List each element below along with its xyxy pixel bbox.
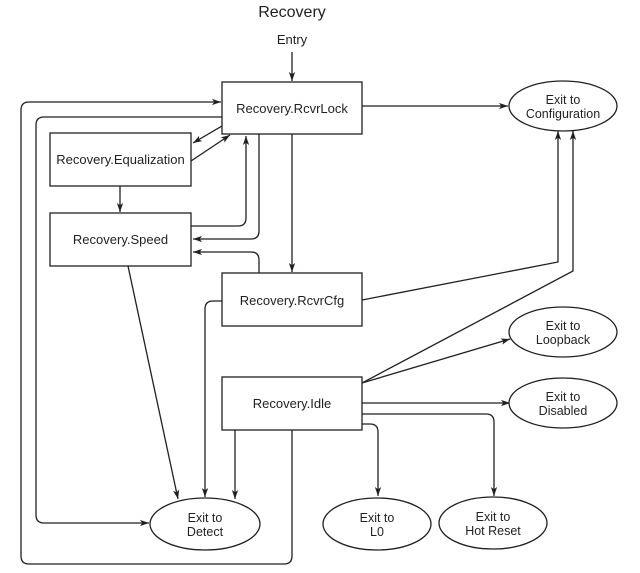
transitions (20, 52, 577, 565)
edge-idle-to-hot-reset (362, 413, 498, 496)
exit-label-line1: Exit to (188, 511, 223, 525)
exit-label-line1: Exit to (360, 511, 395, 525)
state-speed[interactable]: Recovery.Speed (49, 212, 192, 267)
state-rcvrcfg[interactable]: Recovery.RcvrCfg (221, 272, 363, 327)
state-equalization[interactable]: Recovery.Equalization (49, 132, 192, 187)
state-label: Recovery.RcvrLock (236, 101, 348, 116)
entry-label: Entry (277, 32, 308, 47)
state-idle[interactable]: Recovery.Idle (221, 376, 363, 431)
exit-label-line1: Exit to (476, 510, 511, 524)
exit-hot-reset[interactable]: Exit to Hot Reset (438, 496, 548, 550)
edge-speed-to-rcvrlock (191, 136, 250, 227)
exit-loopback[interactable]: Exit to Loopback (508, 306, 618, 358)
exit-configuration[interactable]: Exit to Configuration (508, 80, 618, 132)
edge-rcvrlock-to-speed (193, 134, 260, 243)
exit-label-line1: Exit to (546, 93, 581, 107)
edge-rcvrlock-to-detect (35, 116, 222, 527)
edge-rcvrcfg-to-configuration (361, 131, 562, 301)
state-rcvrlock[interactable]: Recovery.RcvrLock (221, 81, 363, 135)
exit-label-line2: Loopback (536, 333, 591, 347)
exit-label-line1: Exit to (546, 319, 581, 333)
exit-l0[interactable]: Exit to L0 (322, 497, 432, 551)
exit-label-line2: Detect (187, 525, 224, 539)
edge-idle-to-loopback (361, 338, 511, 384)
exit-disabled[interactable]: Exit to Disabled (508, 377, 618, 429)
state-label: Recovery.Equalization (56, 152, 184, 167)
exit-label-line2: Configuration (526, 107, 600, 121)
edge-rcvrlock-to-equalization (192, 125, 223, 144)
edge-rcvrcfg-to-detect (201, 300, 222, 497)
exit-detect[interactable]: Exit to Detect (149, 497, 261, 551)
edge-rcvrcfg-to-speed (193, 248, 260, 273)
edge-speed-to-detect (127, 265, 180, 500)
exit-label-line1: Exit to (546, 390, 581, 404)
state-label: Recovery.RcvrCfg (240, 293, 345, 308)
edge-idle-to-rcvrlock (20, 98, 293, 565)
edge-idle-to-configuration (361, 131, 577, 384)
edge-equalization-to-rcvrlock (190, 134, 231, 162)
state-label: Recovery.Idle (253, 396, 332, 411)
diagram-title: Recovery (258, 4, 326, 21)
edge-idle-to-l0 (362, 423, 382, 496)
exit-label-line2: L0 (370, 525, 384, 539)
state-label: Recovery.Speed (73, 232, 168, 247)
exit-label-line2: Hot Reset (465, 524, 521, 538)
exit-label-line2: Disabled (539, 404, 588, 418)
